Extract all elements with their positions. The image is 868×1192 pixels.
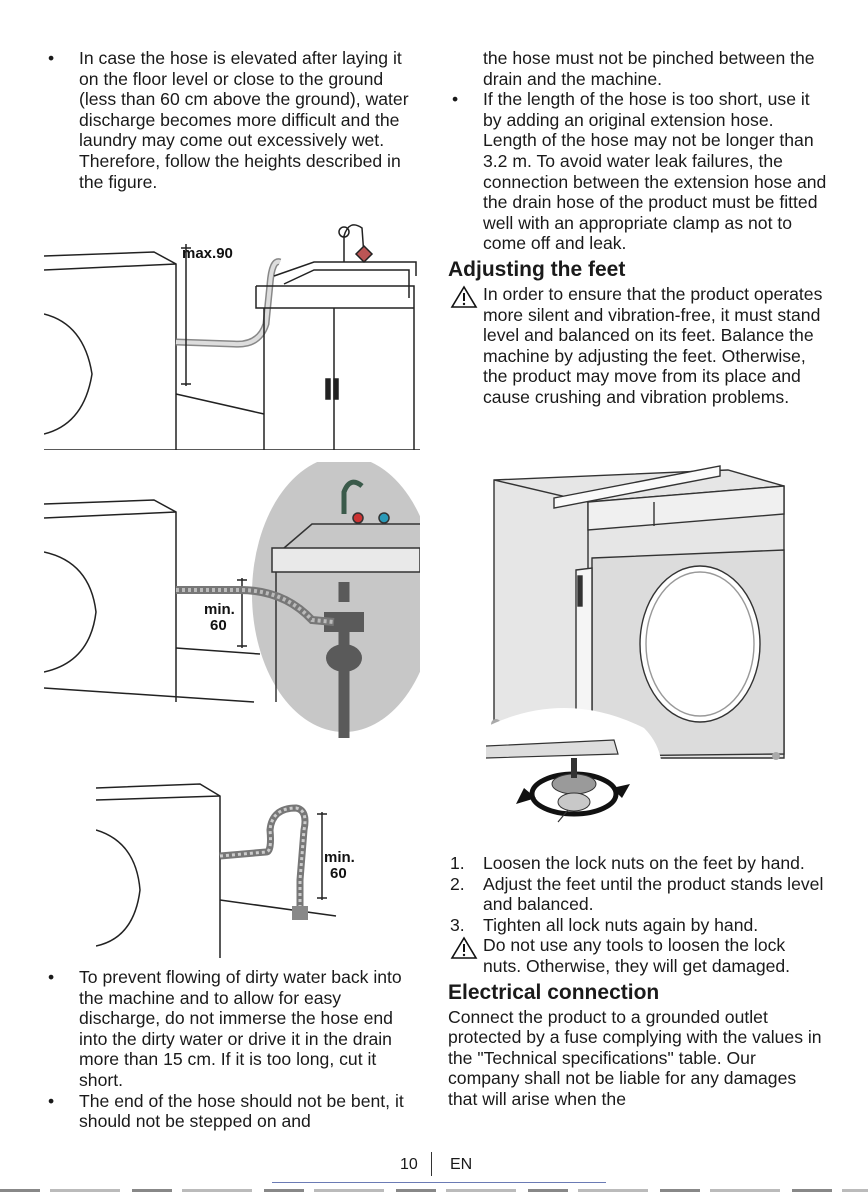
warning-feet: In order to ensure that the product oper… bbox=[448, 284, 828, 408]
footer-separator bbox=[431, 1152, 432, 1176]
heading-adjusting-feet: Adjusting the feet bbox=[448, 257, 626, 281]
heading-electrical-connection: Electrical connection bbox=[448, 980, 660, 1004]
step-3: 3. Tighten all lock nuts again by hand. bbox=[448, 915, 828, 936]
left-column: • In case the hose is elevated after lay… bbox=[44, 48, 424, 192]
figure-label-min-2: min. bbox=[324, 849, 355, 866]
step-1: 1. Loosen the lock nuts on the feet by h… bbox=[448, 853, 828, 874]
figure-min-60-standpipe: min. 60 bbox=[96, 783, 355, 958]
step-number: 1. bbox=[450, 853, 465, 873]
right-column-lower: 1. Loosen the lock nuts on the feet by h… bbox=[448, 853, 828, 1110]
bullet-prevent-backflow: • To prevent flowing of dirty water back… bbox=[44, 967, 424, 1091]
step-number: 3. bbox=[450, 914, 465, 935]
right-column: the hose must not be pinched between the… bbox=[448, 48, 828, 408]
bullet-text: To prevent flowing of dirty water back i… bbox=[79, 967, 402, 1090]
warning-text: Do not use any tools to loosen the lock … bbox=[483, 935, 791, 976]
bullet-text: If the length of the hose is too short, … bbox=[483, 89, 827, 254]
drain-inset-oval bbox=[252, 462, 420, 732]
figure-max-90: max.90 bbox=[44, 224, 420, 450]
warning-tools: Do not use any tools to loosen the lock … bbox=[448, 935, 828, 976]
figure-label-60: 60 bbox=[210, 617, 227, 634]
figure-label-60-2: 60 bbox=[330, 865, 347, 882]
bullet-hose-end: • The end of the hose should not be bent… bbox=[44, 1091, 424, 1132]
page-number: 10 bbox=[400, 1156, 418, 1173]
page-bottom-edge bbox=[0, 1189, 868, 1192]
bullet-hose-elevation: • In case the hose is elevated after lay… bbox=[44, 48, 424, 192]
continuation-text: the hose must not be pinched between the… bbox=[483, 48, 815, 89]
bullet-extension-hose: • If the length of the hose is too short… bbox=[448, 89, 828, 254]
warning-text: In order to ensure that the product oper… bbox=[483, 283, 823, 407]
page-footer: 10 EN bbox=[0, 1150, 868, 1180]
step-text: Loosen the lock nuts on the feet by hand… bbox=[483, 853, 805, 873]
step-number: 2. bbox=[450, 873, 465, 894]
figure-label-max90: max.90 bbox=[182, 245, 233, 262]
bullet-text: The end of the hose should not be bent, … bbox=[79, 1090, 404, 1132]
bullet-text: In case the hose is elevated after layin… bbox=[79, 48, 409, 192]
step-text: Tighten all lock nuts again by hand. bbox=[483, 914, 759, 935]
warning-icon bbox=[450, 936, 478, 960]
figure-adjust-feet bbox=[484, 465, 785, 828]
bullet-dot: • bbox=[48, 48, 55, 68]
footer-rule bbox=[272, 1182, 606, 1183]
step-text: Adjust the feet until the product stands… bbox=[483, 873, 824, 915]
left-column-lower: • To prevent flowing of dirty water back… bbox=[44, 967, 424, 1132]
bullet-dot: • bbox=[48, 967, 55, 987]
figure-min-60-drain: min. 60 bbox=[44, 462, 420, 738]
warning-icon bbox=[450, 285, 478, 308]
step-2: 2. Adjust the feet until the product sta… bbox=[448, 874, 828, 915]
figure-label-min: min. bbox=[204, 601, 235, 618]
page-language: EN bbox=[450, 1156, 473, 1173]
electrical-text: Connect the product to a grounded outlet… bbox=[448, 1006, 822, 1109]
bullet-dot: • bbox=[452, 89, 459, 110]
bullet-dot: • bbox=[48, 1090, 55, 1111]
